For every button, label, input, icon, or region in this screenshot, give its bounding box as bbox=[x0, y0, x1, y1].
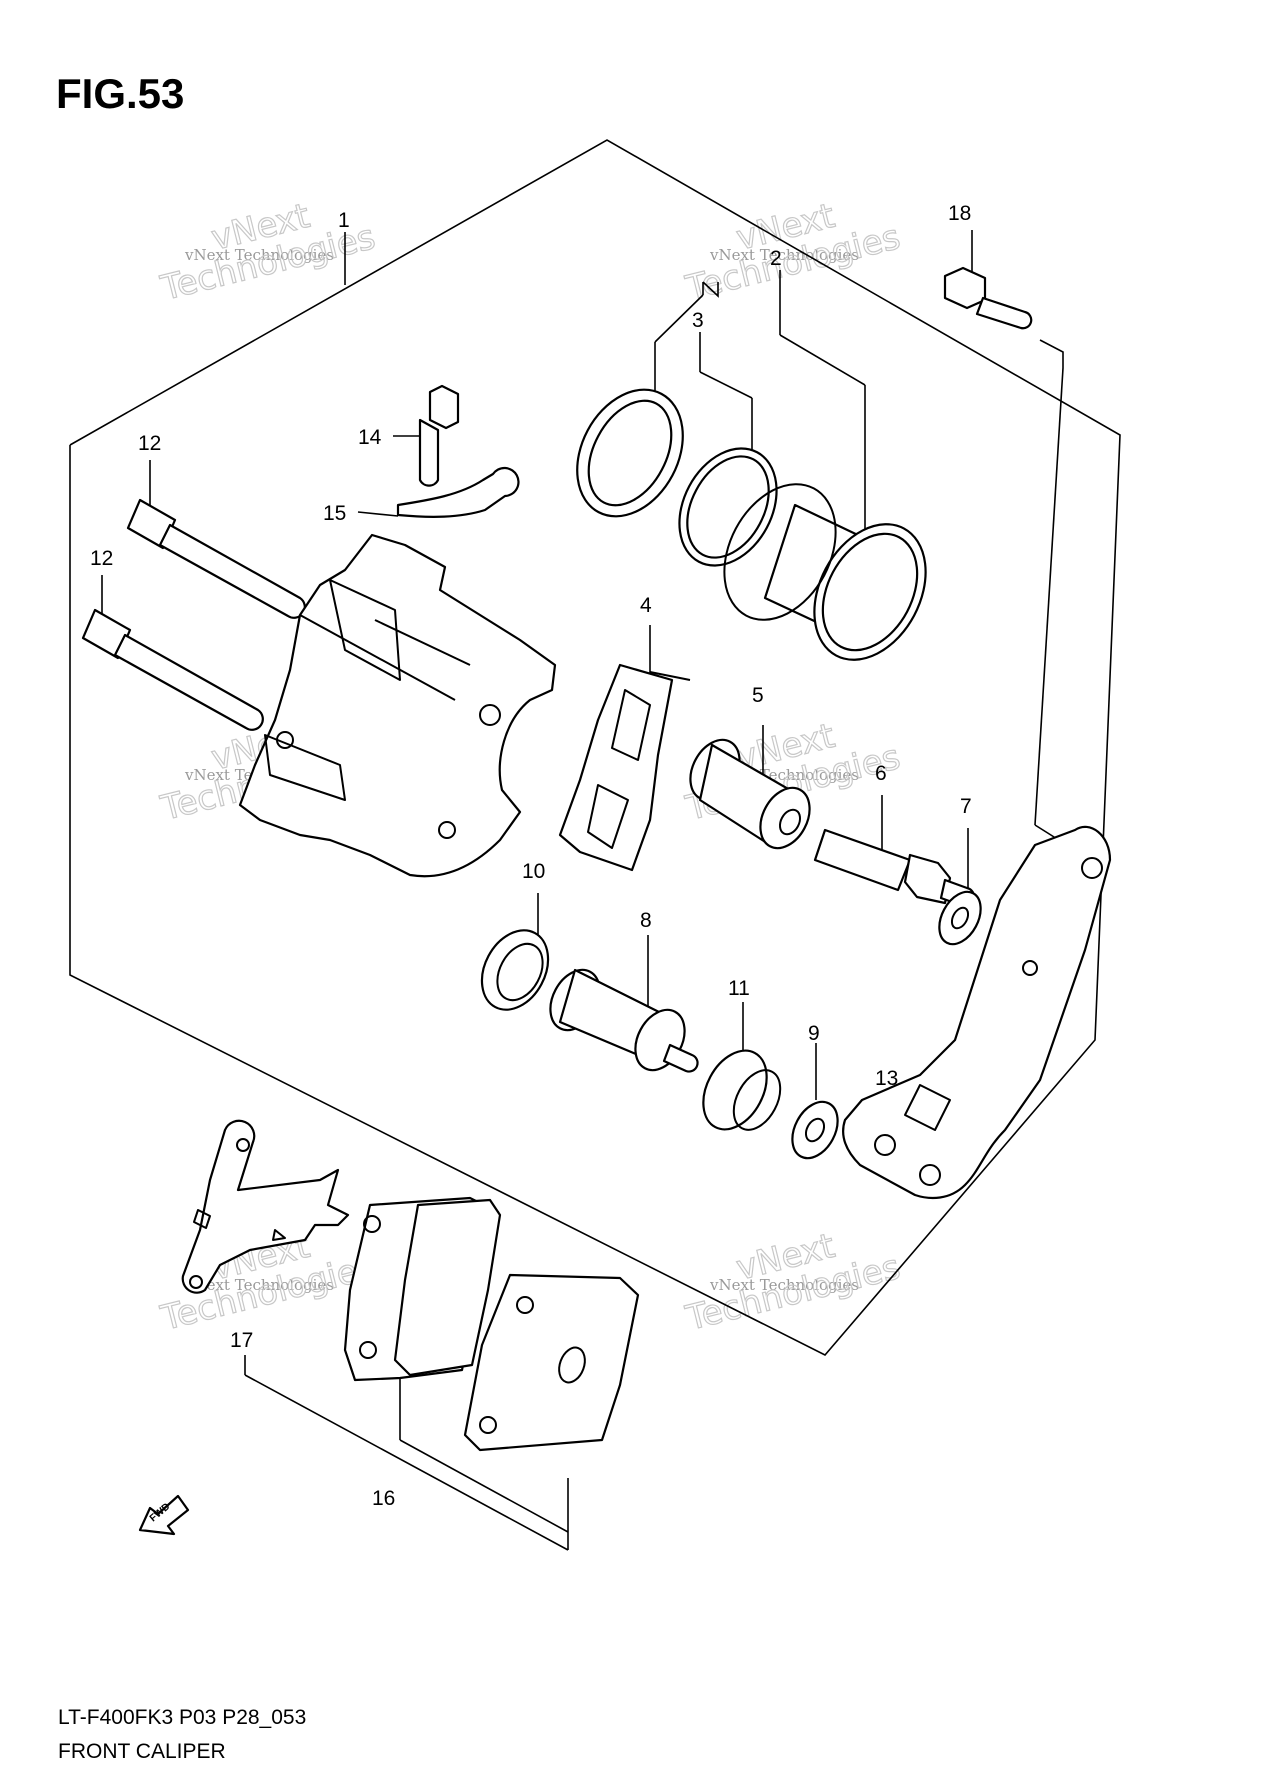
part-15-cap bbox=[396, 466, 520, 518]
fwd-direction-arrow: FWD bbox=[138, 1494, 190, 1536]
part-14-bleeder-valve bbox=[418, 384, 460, 487]
part-16-brake-pad-outer bbox=[463, 1273, 640, 1452]
part-12-pin-lower bbox=[81, 608, 264, 731]
section-name: FRONT CALIPER bbox=[58, 1740, 226, 1763]
callout-15: 15 bbox=[323, 502, 346, 525]
watermark-text: vNext Technologies bbox=[709, 1276, 859, 1294]
part-17-pad-spring bbox=[181, 1119, 350, 1294]
part-2-piston bbox=[723, 483, 927, 661]
callout-3: 3 bbox=[692, 309, 704, 332]
callout-7: 7 bbox=[960, 795, 972, 818]
part-9-washer bbox=[791, 1100, 839, 1160]
callout-17: 17 bbox=[230, 1329, 253, 1352]
callout-18: 18 bbox=[948, 202, 971, 225]
part-13-bracket bbox=[842, 825, 1112, 1200]
part-11-boot bbox=[702, 1049, 782, 1131]
part-7-washer bbox=[938, 890, 982, 946]
callout-14: 14 bbox=[358, 426, 382, 449]
assembly-boundary bbox=[69, 139, 1121, 1356]
callout-5: 5 bbox=[752, 684, 764, 707]
part-4-shim bbox=[558, 663, 691, 872]
model-code: LT-F400FK3 P03 P28_053 bbox=[58, 1706, 307, 1729]
callout-9: 9 bbox=[808, 1022, 820, 1045]
part-3-seal-small bbox=[678, 447, 778, 567]
part-3-seal-large bbox=[576, 388, 684, 518]
callout-8: 8 bbox=[640, 909, 652, 932]
callout-16: 16 bbox=[372, 1487, 395, 1510]
callout-6: 6 bbox=[875, 762, 887, 785]
part-12-pin-upper bbox=[126, 498, 306, 619]
part-6-pin-bolt bbox=[813, 828, 976, 908]
callout-11: 11 bbox=[728, 977, 750, 1000]
part-5-boot bbox=[689, 738, 811, 850]
part-8-pin bbox=[549, 968, 699, 1073]
watermark-text: vNext Technologies bbox=[184, 1276, 334, 1294]
callout-2: 2 bbox=[770, 247, 782, 270]
callout-12-upper: 12 bbox=[138, 432, 161, 455]
callout-4: 4 bbox=[640, 594, 652, 617]
part-18-bolt bbox=[943, 266, 1033, 330]
callout-10: 10 bbox=[522, 860, 545, 883]
callout-labels: 1 2 3 4 5 6 7 8 9 10 11 12 12 13 14 15 1… bbox=[90, 202, 972, 1510]
callout-1: 1 bbox=[338, 209, 350, 232]
callout-13: 13 bbox=[875, 1067, 898, 1090]
callout-12-lower: 12 bbox=[90, 547, 113, 570]
part-1-caliper-body bbox=[238, 533, 557, 878]
watermark-text: vNext Technologies bbox=[184, 246, 334, 264]
part-10-seal bbox=[480, 929, 550, 1011]
watermark-text: vNext Technologies bbox=[709, 246, 859, 264]
part-16-brake-pad-inner bbox=[343, 1196, 502, 1382]
figure-title: FIG.53 bbox=[56, 70, 185, 117]
